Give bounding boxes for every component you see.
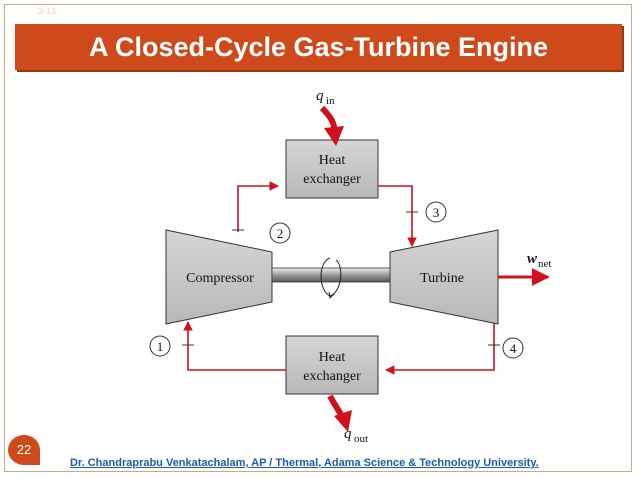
qout-subscript: out <box>354 433 368 445</box>
turbine-label: Turbine <box>420 271 464 286</box>
flow-lines <box>183 181 495 375</box>
state-4: 4 <box>502 337 524 359</box>
state-1-label: 1 <box>157 339 164 354</box>
flow-line-hx-to-3 <box>378 185 417 247</box>
page-number-badge: 22 <box>8 435 40 465</box>
flow-line-hx-to-1 <box>183 321 286 371</box>
flow-line-4-to-hx <box>385 322 495 375</box>
hx-top-line2: exchanger <box>303 172 361 187</box>
qin-subscript: in <box>326 95 335 107</box>
state-3-label: 3 <box>433 205 440 220</box>
heat-exchanger-top <box>285 139 379 199</box>
heat-exchanger-bottom <box>285 335 379 395</box>
state-ticks <box>182 211 500 346</box>
wnet-symbol: w <box>527 251 538 267</box>
hx-bottom-line1: Heat <box>319 350 346 365</box>
compressor <box>165 229 273 325</box>
slide-title: A Closed-Cycle Gas-Turbine Engine <box>88 32 549 62</box>
slide-frame <box>4 4 632 472</box>
turbine <box>389 229 499 325</box>
qin-symbol: q <box>316 88 324 104</box>
hx-top-line1: Heat <box>319 153 346 168</box>
wnet-subscript: net <box>538 258 551 270</box>
qout-symbol: q <box>344 426 352 442</box>
compressor-label: Compressor <box>186 271 254 286</box>
footer-credit: Dr. Chandraprabu Venkatachalam, AP / The… <box>70 457 539 469</box>
state-4-label: 4 <box>510 341 517 356</box>
hx-bottom-line2: exchanger <box>303 369 361 384</box>
flow-line-2-to-hx <box>237 181 279 232</box>
shaft <box>271 267 391 283</box>
state-3: 3 <box>425 201 447 223</box>
slide-corner-label: 3-13 <box>38 6 57 16</box>
title-bar: A Closed-Cycle Gas-Turbine Engine <box>15 24 622 70</box>
state-1: 1 <box>149 335 171 357</box>
state-2: 2 <box>269 222 291 244</box>
state-2-label: 2 <box>277 226 284 241</box>
